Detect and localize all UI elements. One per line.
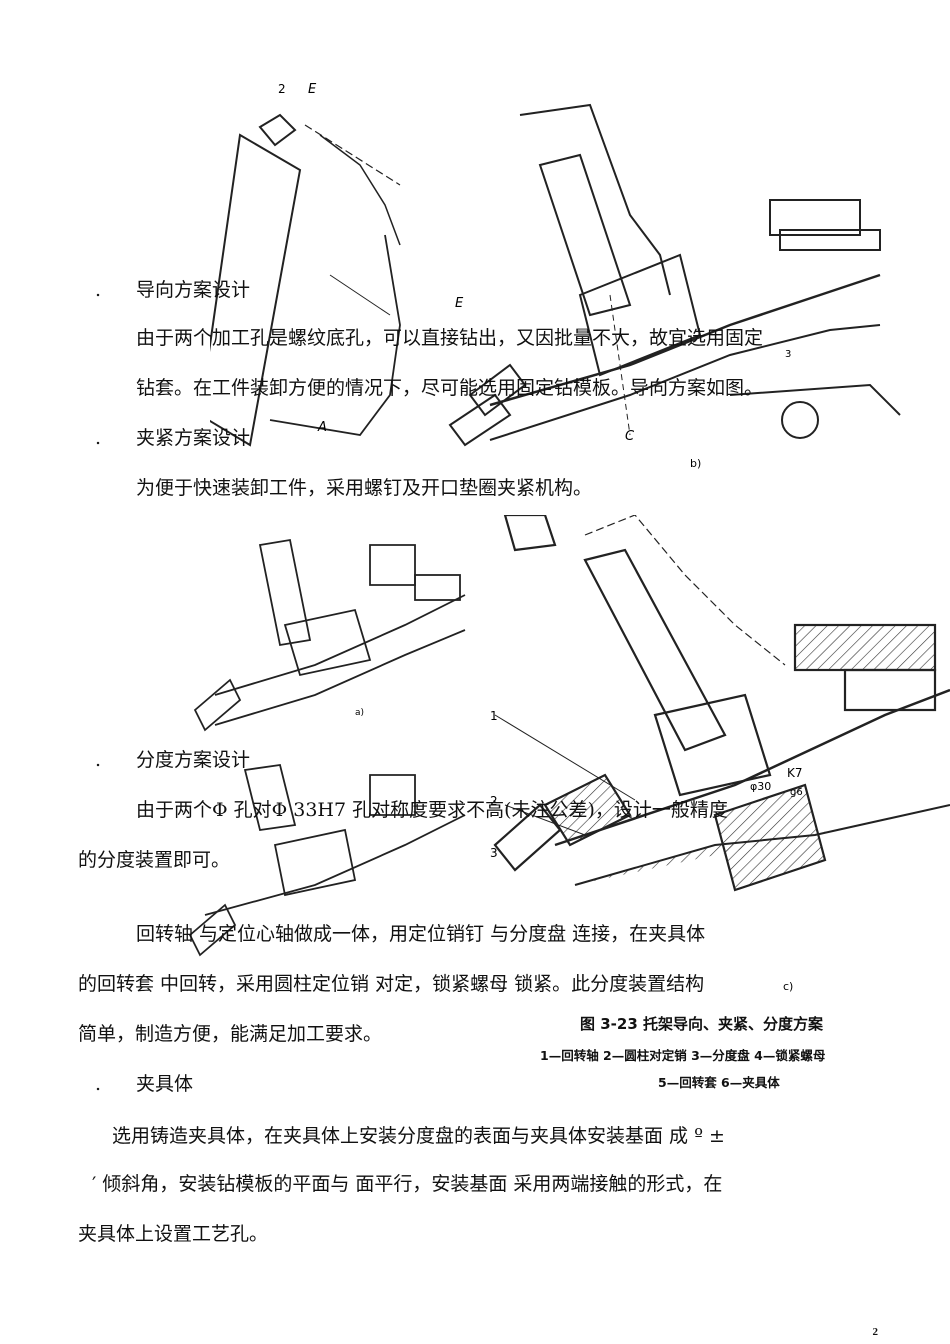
bullet: . — [95, 1073, 102, 1095]
figure-bottom-right: 1 2 3 K7 g6 φ30 c) — [485, 515, 950, 1000]
fig-label-C: C — [625, 429, 635, 444]
fig-label-2: 2 — [278, 82, 286, 96]
fig-label-phi30: φ30 — [750, 780, 771, 793]
fig-label-g6: g6 — [790, 787, 803, 798]
fig-label-c: c) — [783, 980, 793, 993]
section-heading-index: 分度方案设计 — [136, 749, 251, 771]
paragraph-line: 为便于快速装卸工件，采用螺钉及开口垫圈夹紧机构。 — [136, 477, 593, 499]
figure-caption-legend: 1—回转轴 2—圆柱对定销 3—分度盘 4—锁紧螺母 — [540, 1048, 826, 1063]
figure-caption-title: 图 3-23 托架导向、夹紧、分度方案 — [580, 1015, 823, 1033]
section-heading-body: 夹具体 — [136, 1073, 194, 1095]
bullet: . — [95, 427, 102, 449]
paragraph-line: 的分度装置即可。 — [78, 849, 231, 871]
fig-label-b: b) — [690, 457, 701, 470]
section-heading-clamp: 夹紧方案设计 — [136, 427, 251, 449]
fig-label-2b: 2 — [490, 794, 498, 808]
paragraph-line: 钻套。在工件装卸方便的情况下，尽可能选用固定钻模板。导向方案如图。 — [136, 377, 764, 399]
fig-label-a: a) — [355, 708, 364, 718]
paragraph-line: 夹具体上设置工艺孔。 — [78, 1223, 269, 1245]
fig-label-K7: K7 — [787, 766, 803, 780]
paragraph-line: 由于两个Φ 孔对Φ 33H7 孔对称度要求不高(未注公差)，设计一般精度 — [136, 799, 728, 821]
paragraph-line: 简单，制造方便，能满足加工要求。 — [78, 1023, 383, 1045]
paragraph-line: 的回转套 中回转，采用圆柱定位销 对定，锁紧螺母 锁紧。此分度装置结构 — [78, 973, 705, 995]
fig-label-E2: E — [455, 296, 464, 311]
page-number: 2 — [872, 1326, 879, 1338]
paragraph-line: ′ 倾斜角，安装钻模板的平面与 面平行，安装基面 采用两端接触的形式，在 — [92, 1173, 723, 1195]
figure-top-right: E C 3 b) — [430, 95, 910, 480]
figure-bottom-left: a) — [175, 515, 485, 985]
fig-label-A: A — [317, 420, 327, 435]
figure-caption-legend: 5—回转套 6—夹具体 — [658, 1075, 780, 1090]
paragraph-line: 由于两个加工孔是螺纹底孔，可以直接钻出，又因批量不大，故宜选用固定 — [136, 327, 764, 349]
section-heading-guide: 导向方案设计 — [136, 279, 251, 301]
paragraph-line: 选用铸造夹具体，在夹具体上安装分度盘的表面与夹具体安装基面 成 º ± — [112, 1125, 725, 1147]
fig-label-3b: 3 — [490, 846, 498, 860]
fig-label-E: E — [308, 82, 317, 97]
paragraph-line: 回转轴 与定位心轴做成一体，用定位销钉 与分度盘 连接，在夹具体 — [136, 923, 706, 945]
bullet: . — [95, 279, 102, 301]
bullet: . — [95, 749, 102, 771]
fig-label-3: 3 — [785, 349, 791, 360]
fig-label-1: 1 — [490, 709, 498, 723]
figure-top-left: 2 E A — [210, 75, 410, 465]
